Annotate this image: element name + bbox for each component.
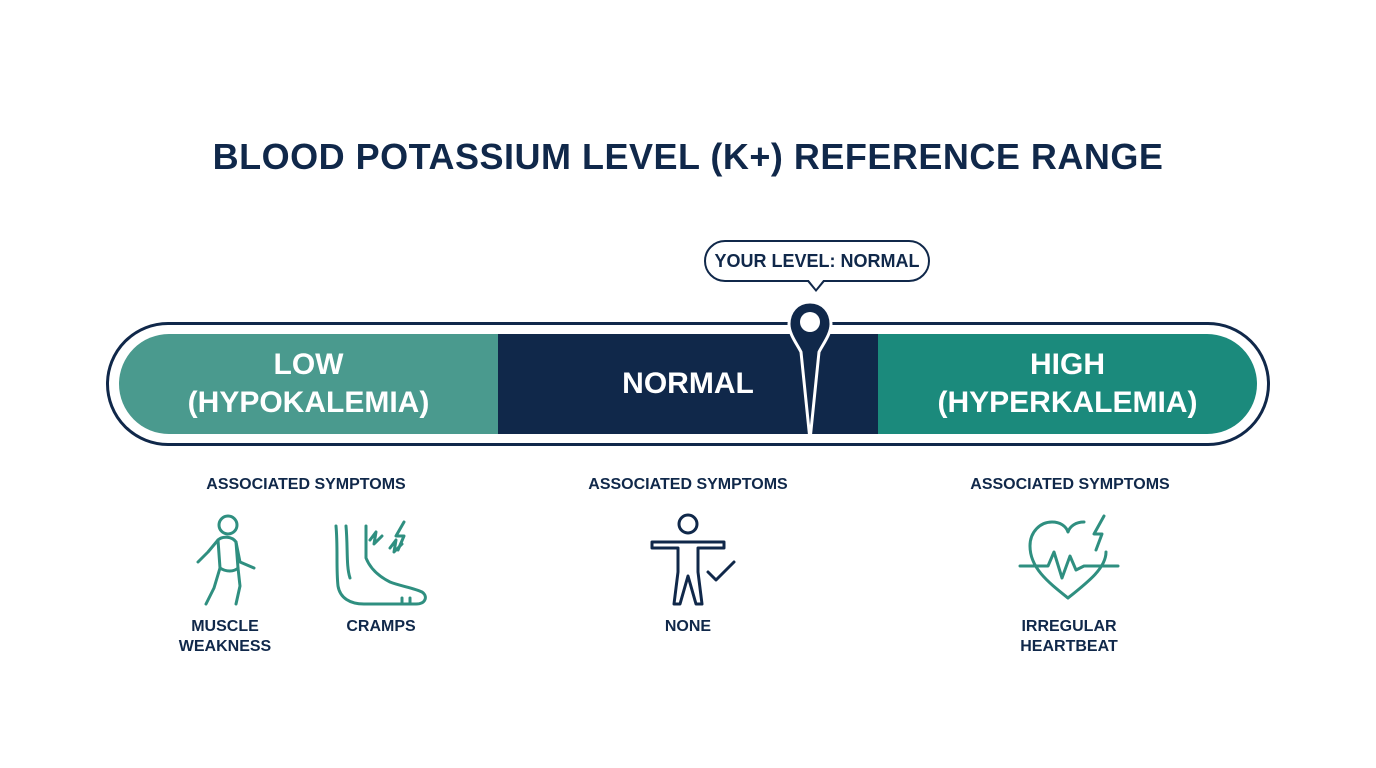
irregular-heartbeat-line1: IRREGULAR (1021, 618, 1117, 635)
cramps-label: CRAMPS (301, 617, 461, 637)
range-scale-outline (106, 322, 1270, 446)
your-level-callout: YOUR LEVEL: NORMAL (704, 240, 930, 282)
your-level-text: YOUR LEVEL: NORMAL (714, 250, 920, 271)
segment-normal-label: NORMAL (622, 367, 754, 400)
segment-high: HIGH (HYPERKALEMIA) (878, 334, 1257, 434)
page-title: BLOOD POTASSIUM LEVEL (K+) REFERENCE RAN… (212, 136, 1164, 177)
high-symptoms-heading: ASSOCIATED SYMPTOMS (970, 476, 1170, 493)
none-label: NONE (608, 617, 768, 637)
segment-low-sublabel: (HYPOKALEMIA) (187, 386, 430, 419)
low-symptoms-heading: ASSOCIATED SYMPTOMS (206, 476, 406, 493)
foot-cramp-icon (334, 520, 427, 606)
person-check-icon (650, 513, 736, 606)
irregular-heartbeat-label: IRREGULAR HEARTBEAT (989, 617, 1149, 657)
range-scale: LOW (HYPOKALEMIA) NORMAL HIGH (HYPERKALE… (119, 334, 1257, 434)
segment-high-sublabel: (HYPERKALEMIA) (937, 386, 1198, 419)
level-indicator-pin-icon (787, 300, 833, 441)
walking-person-icon (196, 514, 256, 606)
segment-high-label: HIGH (1030, 348, 1105, 381)
segment-low: LOW (HYPOKALEMIA) (119, 334, 498, 434)
heart-pulse-icon (1018, 514, 1120, 600)
callout-tail-inner (808, 279, 824, 289)
segment-low-label: LOW (273, 348, 344, 381)
irregular-heartbeat-line2: HEARTBEAT (1020, 638, 1118, 655)
muscle-weakness-line1: MUSCLE (191, 618, 259, 635)
muscle-weakness-line2: WEAKNESS (178, 638, 272, 655)
muscle-weakness-label: MUSCLE WEAKNESS (145, 617, 305, 657)
cramps-line1: CRAMPS (346, 618, 416, 635)
none-line1: NONE (664, 618, 712, 635)
normal-symptoms-heading: ASSOCIATED SYMPTOMS (588, 476, 788, 493)
